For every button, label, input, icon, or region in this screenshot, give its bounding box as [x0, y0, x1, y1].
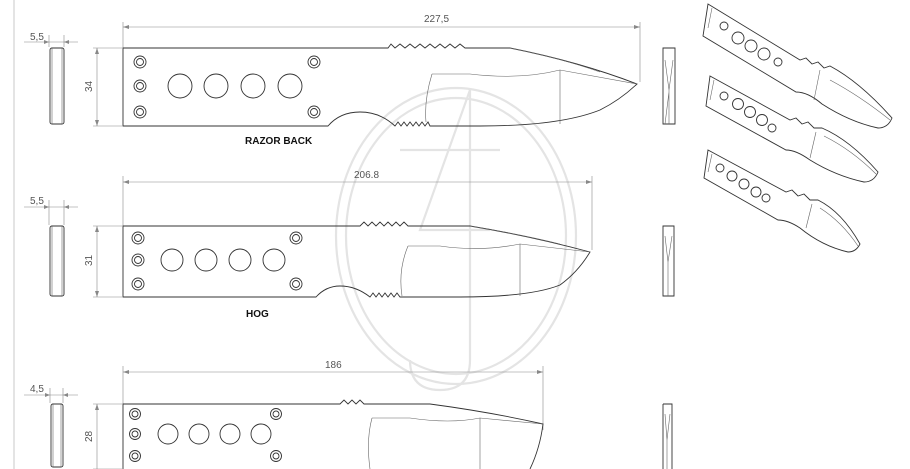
length-dim-label: 186 [325, 360, 342, 371]
watermark-logo [334, 86, 578, 392]
length-dimension: 206.8 [122, 170, 593, 250]
thickness-dim-label: 5,5 [30, 32, 44, 43]
length-dimension: 186 [122, 360, 544, 430]
isometric-view-3 [703, 149, 861, 253]
height-dim-label: 34 [84, 80, 95, 92]
thickness-view: 5,5 [24, 32, 78, 125]
thickness-dim-label: 5,5 [30, 196, 44, 207]
height-dim-label: 28 [84, 430, 95, 442]
handle-holes [129, 408, 282, 462]
knife-third: 186 28 [24, 360, 673, 469]
knife-outline [122, 43, 638, 127]
height-dimension: 34 [84, 47, 122, 127]
handle-holes [131, 231, 303, 291]
length-dim-label: 227,5 [424, 14, 449, 25]
edge-view [662, 225, 675, 297]
handle-holes [133, 55, 321, 119]
length-dimension: 227,5 [122, 14, 641, 82]
knife-hog: 206.8 31 HOG [24, 170, 675, 320]
knife-razor-back: 227,5 34 [24, 14, 676, 147]
knife-outline [122, 399, 544, 469]
isometric-view-1 [702, 3, 893, 129]
edge-view [662, 47, 676, 125]
thickness-view: 5,5 [24, 196, 78, 297]
isometric-view-2 [705, 75, 879, 183]
knife-name-label: RAZOR BACK [245, 136, 313, 147]
height-dim-label: 31 [84, 254, 95, 266]
edge-view [662, 403, 673, 469]
height-dimension: 28 [84, 403, 122, 469]
height-dimension: 31 [84, 225, 122, 298]
knife-name-label: HOG [246, 309, 269, 320]
length-dim-label: 206.8 [354, 170, 379, 181]
thickness-dim-label: 4,5 [30, 384, 44, 395]
thickness-view: 4,5 [24, 384, 78, 468]
